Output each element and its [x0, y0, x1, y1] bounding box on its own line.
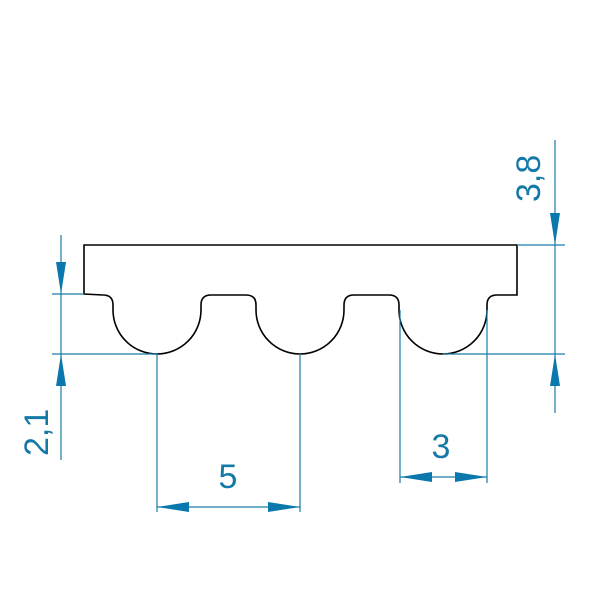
dimension-tooth-height: 2,1 — [18, 235, 157, 460]
dim-label-tooth-height: 2,1 — [18, 409, 56, 456]
dim-label-pitch: 5 — [219, 458, 238, 496]
dimension-tooth-width: 3 — [399, 310, 488, 483]
dimension-total-height: 3,8 — [443, 140, 565, 413]
dim-label-tooth-width: 3 — [432, 428, 451, 466]
dimension-pitch: 5 — [156, 354, 301, 512]
dim-label-total-height: 3,8 — [510, 155, 548, 202]
belt-profile-outline — [83, 244, 518, 355]
